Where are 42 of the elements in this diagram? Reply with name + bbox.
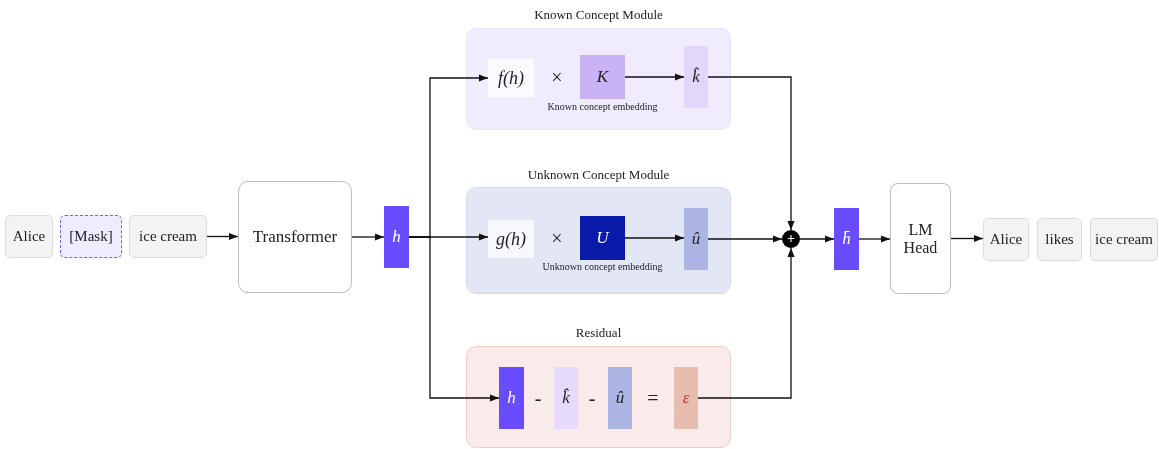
token-box: likes	[1037, 218, 1082, 261]
arrow	[858, 235, 891, 243]
vector-bar: h	[499, 367, 524, 429]
arrow	[697, 247, 795, 399]
vector-bar: k̂	[554, 367, 578, 429]
vector-bar: k̂	[684, 46, 708, 108]
arrow	[624, 234, 685, 242]
arrow	[624, 73, 685, 81]
arrow	[408, 236, 500, 402]
operator-symbol: =	[646, 386, 660, 410]
module-title: Known Concept Module	[533, 7, 664, 23]
token-box: ice cream	[1090, 218, 1158, 261]
vector-bar: h̄	[834, 208, 859, 270]
matrix-box: U	[580, 216, 625, 260]
token-box: ice cream	[129, 215, 207, 258]
arrow	[799, 235, 835, 243]
mask-token-box: [Mask]	[60, 215, 122, 258]
token-box: Alice	[983, 218, 1029, 261]
transformer-box: Transformer	[238, 181, 352, 293]
vector-bar: û	[608, 367, 632, 429]
operator-symbol: -	[533, 386, 543, 410]
function-box: f(h)	[488, 59, 534, 97]
vector-bar: û	[684, 208, 708, 270]
operator-symbol: ×	[550, 65, 564, 89]
vector-bar: ε	[674, 367, 698, 429]
arrow	[206, 232, 239, 241]
module-title: Residual	[574, 325, 623, 341]
caption-text: Known concept embedding	[546, 100, 659, 113]
function-box: g(h)	[488, 220, 534, 258]
lm-head-box: LM Head	[890, 183, 951, 294]
vector-bar: h	[384, 206, 409, 268]
arrow	[950, 234, 984, 243]
arrow	[351, 233, 385, 241]
token-box: Alice	[5, 215, 53, 258]
operator-symbol: -	[587, 386, 597, 410]
sum-circle: +	[782, 230, 800, 248]
operator-symbol: ×	[550, 226, 564, 250]
module-title: Unknown Concept Module	[526, 167, 671, 183]
arrow	[707, 76, 795, 231]
arrow	[707, 235, 783, 243]
caption-text: Unknown concept embedding	[542, 260, 663, 273]
matrix-box: K	[580, 55, 625, 99]
